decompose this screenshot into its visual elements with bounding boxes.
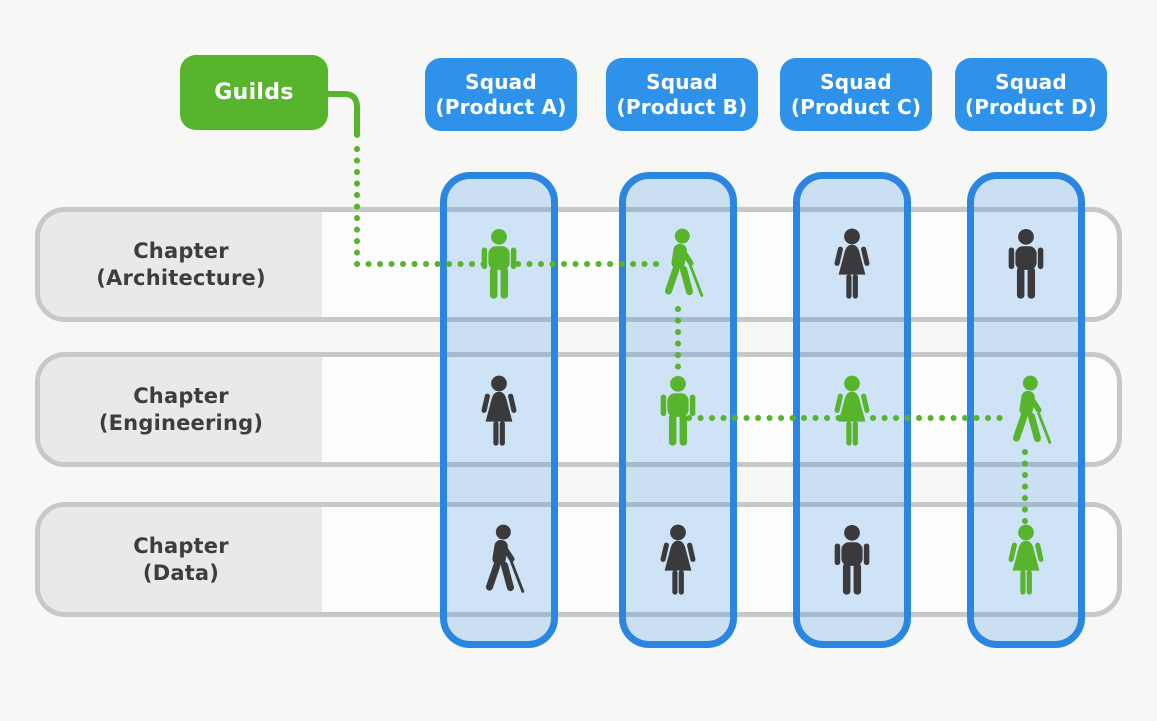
- squad-header-line2: (Product B): [616, 94, 748, 119]
- squad-header-line1: Squad: [995, 69, 1067, 94]
- squad-column-product-d: [967, 172, 1085, 648]
- squad-header-line1: Squad: [820, 69, 892, 94]
- chapter-label-line1: Chapter: [133, 383, 229, 408]
- squad-header-product-d: Squad (Product D): [955, 58, 1107, 131]
- chapter-label-line2: (Engineering): [98, 410, 264, 435]
- chapter-label-line1: Chapter: [133, 238, 229, 263]
- squad-header-product-a: Squad (Product A): [425, 58, 577, 131]
- chapter-label-line1: Chapter: [133, 533, 229, 558]
- guilds-label: Guilds: [214, 80, 294, 105]
- squad-column-product-c: [793, 172, 911, 648]
- squad-header-line1: Squad: [646, 69, 718, 94]
- chapter-label-line2: (Data): [142, 560, 220, 585]
- squad-header-line1: Squad: [465, 69, 537, 94]
- chapter-label-engineering: Chapter (Engineering): [40, 357, 322, 462]
- squad-header-line2: (Product D): [964, 94, 1098, 119]
- squad-header-line2: (Product C): [790, 94, 922, 119]
- guilds-badge: Guilds: [180, 55, 328, 130]
- chapter-row-engineering: Chapter (Engineering): [35, 352, 1122, 467]
- squad-header-product-b: Squad (Product B): [606, 58, 758, 131]
- chapter-row-data: Chapter (Data): [35, 502, 1122, 617]
- squad-column-product-a: [440, 172, 558, 648]
- squad-header-product-c: Squad (Product C): [780, 58, 932, 131]
- squad-column-product-b: [619, 172, 737, 648]
- chapter-label-data: Chapter (Data): [40, 507, 322, 612]
- chapter-label-architecture: Chapter (Architecture): [40, 212, 322, 317]
- chapter-label-line2: (Architecture): [96, 265, 266, 290]
- guild-connector-start: [325, 91, 360, 138]
- squad-header-line2: (Product A): [435, 94, 567, 119]
- chapter-row-architecture: Chapter (Architecture): [35, 207, 1122, 322]
